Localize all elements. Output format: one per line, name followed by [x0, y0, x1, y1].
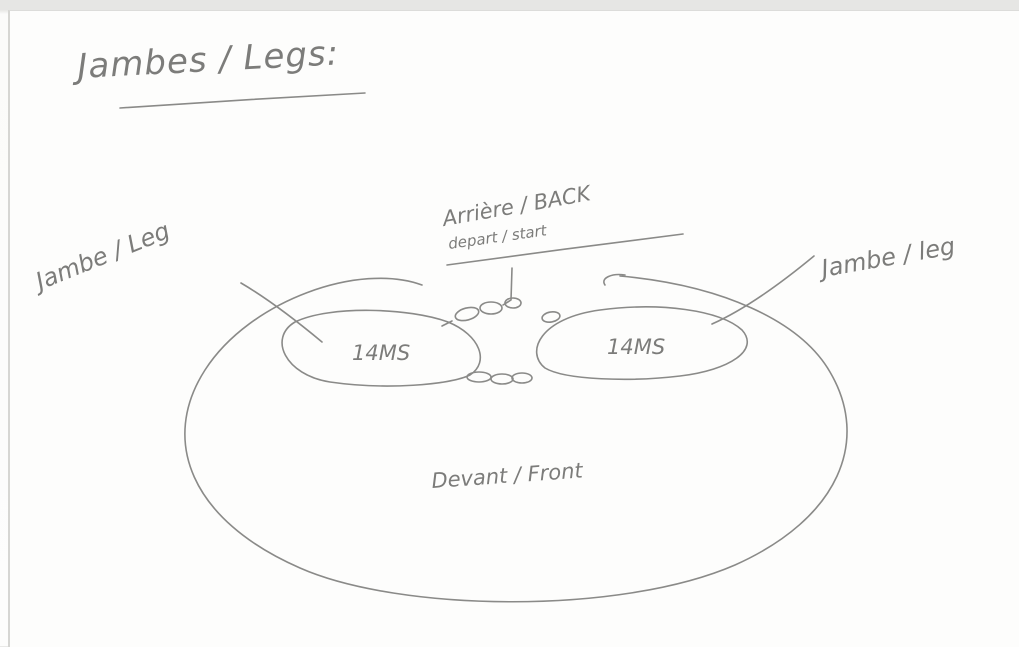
leg-left-label: Jambe / Leg: [28, 216, 174, 297]
back-label: Arrière / BACK: [439, 181, 595, 231]
leg-hole-left-label: 14MS: [352, 341, 410, 365]
leg-hole-right-label: 14MS: [607, 335, 665, 359]
diagram-title: Jambes / Legs:: [70, 33, 340, 87]
chain-loop: [491, 374, 513, 384]
chain-loop: [541, 311, 560, 324]
chain-loop: [467, 372, 491, 382]
chain-loop: [512, 373, 532, 383]
chain-loop: [454, 305, 480, 323]
leg-right-label: Jambe / leg: [815, 232, 957, 284]
body-outline: [185, 276, 847, 602]
front-label: Devant / Front: [431, 458, 585, 493]
chain-loop: [480, 302, 502, 314]
title-underline: [120, 93, 365, 108]
